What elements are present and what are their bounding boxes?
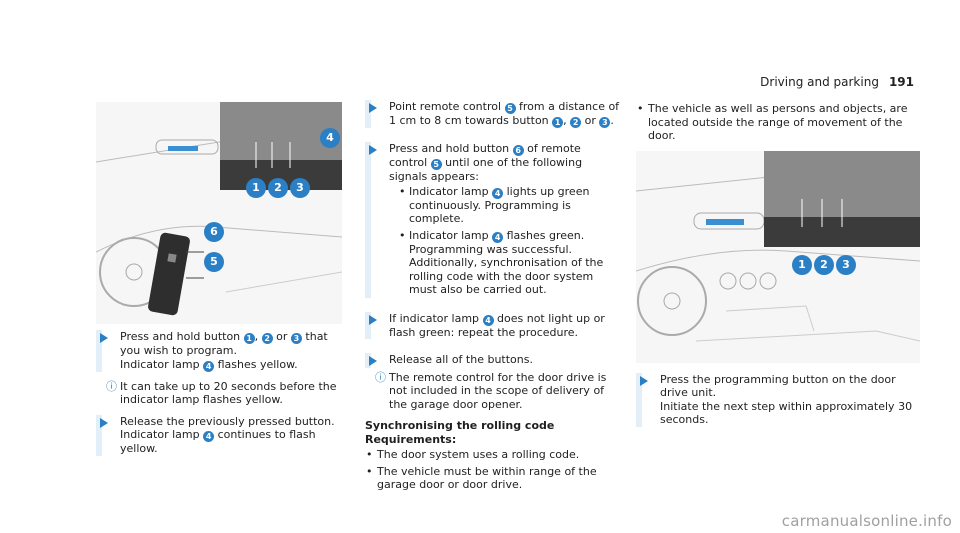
step-point-remote: Point remote control 5 from a distance o…	[365, 100, 621, 134]
requirements-list: The door system uses a rolling code. The…	[365, 448, 621, 492]
step-arrow-icon	[640, 375, 648, 386]
requirements-list-continued: The vehicle as well as persons and objec…	[636, 102, 920, 143]
ref-1: 1	[243, 333, 255, 344]
ref-1: 1	[552, 117, 564, 128]
list-item: The door system uses a rolling code.	[365, 448, 621, 462]
callout-5: 5	[204, 252, 224, 272]
step-arrow-icon	[100, 333, 108, 343]
step-press-hold-button: Press and hold button 1, 2 or 3 that you…	[96, 330, 342, 378]
column-left: 4 1 2 3 6 5 Press and hold button 1, 2 o…	[96, 102, 342, 462]
ref-5: 5	[504, 103, 516, 114]
list-item: The vehicle as well as persons and objec…	[636, 102, 920, 143]
step-release-all: Release all of the buttons.	[365, 353, 621, 368]
ref-5: 5	[430, 159, 442, 170]
info-icon: ⓘ	[106, 379, 117, 393]
ref-4: 4	[482, 314, 494, 326]
callout-2: 2	[268, 178, 288, 198]
step-repeat-procedure: If indicator lamp 4 does not light up or…	[365, 311, 621, 346]
callout-2: 2	[814, 254, 834, 275]
step-arrow-icon	[369, 356, 377, 366]
list-item: Indicator lamp 4 lights up green continu…	[399, 185, 621, 226]
ref-4: 4	[492, 187, 504, 199]
illustration-cabin	[96, 102, 342, 324]
note-remote-not-included: ⓘ The remote control for the door drive …	[375, 370, 607, 411]
ref-2: 2	[570, 117, 582, 128]
subheading: Synchronising the rolling code	[365, 419, 555, 432]
step-arrow-icon	[369, 145, 377, 155]
requirements-label: Requirements:	[365, 432, 457, 446]
callout-4: 4	[320, 128, 340, 148]
ref-3: 3	[290, 333, 302, 344]
note-indicator-delay: ⓘ It can take up to 20 seconds before th…	[106, 379, 337, 407]
step-press-programming-button: Press the programming button on the door…	[636, 372, 920, 433]
figure-cabin-buttons: 1 2 3	[636, 150, 920, 363]
section-title: Driving and parking	[760, 75, 879, 89]
info-icon: ⓘ	[375, 370, 386, 384]
ref-4: 4	[203, 360, 215, 372]
step-arrow-icon	[100, 417, 108, 428]
column-right: The vehicle as well as persons and objec…	[636, 100, 920, 433]
figure-cabin-remote: 4 1 2 3 6 5	[96, 102, 342, 324]
callout-1: 1	[792, 254, 812, 275]
list-item: Indicator lamp 4 flashes green. Programm…	[399, 229, 621, 297]
callout-3: 3	[290, 178, 310, 198]
ref-4: 4	[203, 431, 215, 442]
ref-3: 3	[599, 117, 611, 128]
ref-2: 2	[261, 333, 273, 344]
signal-list: Indicator lamp 4 lights up green continu…	[389, 185, 621, 297]
step-press-hold-remote: Press and hold button 6 of remote contro…	[365, 142, 621, 304]
illustration-cabin-2	[636, 150, 920, 363]
watermark: carmanualsonline.info	[781, 512, 952, 530]
list-item: The vehicle must be within range of the …	[365, 465, 621, 492]
step-release-button: Release the previously pressed button. I…	[96, 414, 342, 462]
step-arrow-icon	[369, 314, 377, 325]
ref-4: 4	[492, 231, 504, 243]
column-middle: Point remote control 5 from a distance o…	[365, 100, 621, 495]
page-header: Driving and parking 191	[760, 75, 914, 89]
callout-6: 6	[204, 222, 224, 242]
callout-1: 1	[246, 178, 266, 198]
callout-3: 3	[836, 254, 856, 275]
page-number: 191	[888, 75, 914, 89]
ref-6: 6	[512, 145, 524, 156]
step-arrow-icon	[369, 103, 377, 113]
